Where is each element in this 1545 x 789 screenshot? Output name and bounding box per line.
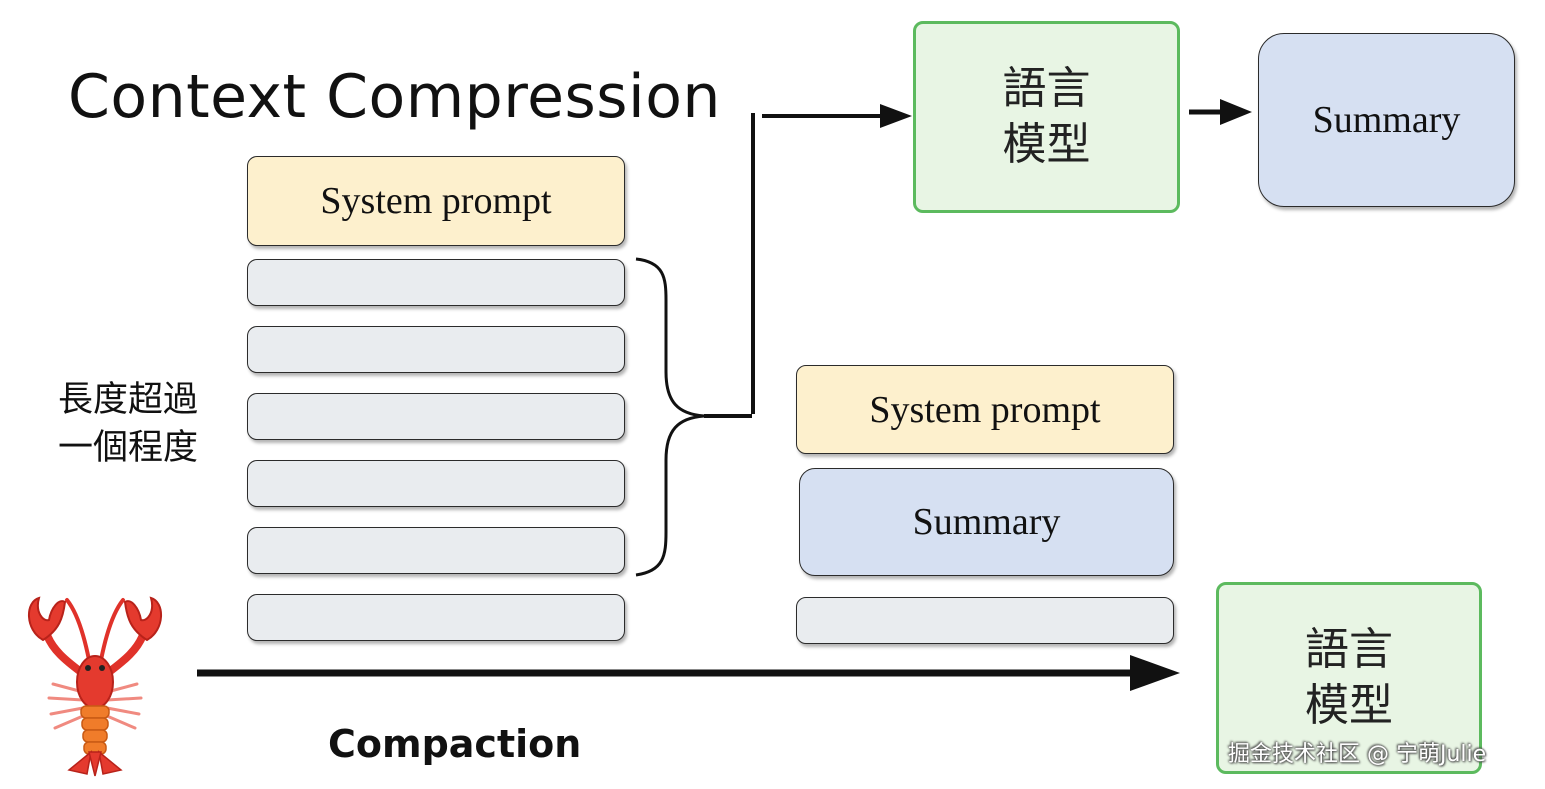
arrow-to-model-head xyxy=(880,104,912,128)
language-model-label: 語言 xyxy=(1002,63,1091,114)
message-block xyxy=(247,460,625,507)
watermark-text: 掘金技术社区 @ 宁萌Julie xyxy=(1228,742,1487,767)
system-prompt-block: System prompt xyxy=(247,156,625,246)
message-block xyxy=(247,527,625,574)
language-model-label: 模型 xyxy=(1305,680,1393,731)
diagram-title: Context Compression xyxy=(68,62,721,132)
language-model-box-bottom: 語言 模型 xyxy=(1216,582,1482,774)
new-message-block xyxy=(796,597,1174,644)
language-model-label: 模型 xyxy=(1002,119,1091,170)
message-block xyxy=(247,594,625,641)
summary-output-block: Summary xyxy=(1258,33,1515,207)
overflow-label-line: 一個程度 xyxy=(58,428,199,468)
compaction-arrow-head xyxy=(1130,655,1180,691)
new-system-prompt-block: System prompt xyxy=(796,365,1174,454)
message-block xyxy=(247,259,625,306)
overflow-label: 長度超過 一個程度 xyxy=(58,376,198,472)
arrow-to-summary-head xyxy=(1220,99,1252,125)
language-model-label: 語言 xyxy=(1305,624,1393,675)
overflow-label-line: 長度超過 xyxy=(58,380,199,420)
message-block xyxy=(247,326,625,373)
brace-connector xyxy=(635,257,705,577)
compaction-label: Compaction xyxy=(328,722,582,766)
message-block xyxy=(247,393,625,440)
new-summary-block: Summary xyxy=(799,468,1174,576)
lobster-icon xyxy=(28,596,162,777)
language-model-box: 語言 模型 xyxy=(913,21,1180,213)
